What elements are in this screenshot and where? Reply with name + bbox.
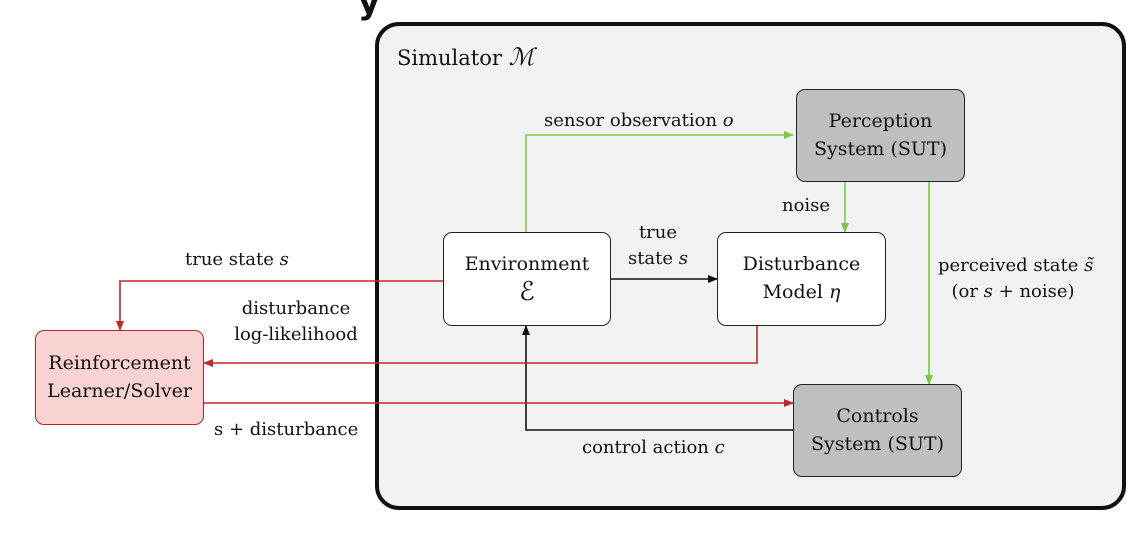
disturbance-model-box: Disturbance Model η (717, 232, 886, 326)
label-s-plus-disturbance: s + disturbance (214, 419, 359, 440)
arrow-control-action (522, 325, 793, 431)
label-left-true-state: true state s (185, 249, 289, 270)
arrow-sensor-observation (525, 131, 794, 232)
environment-box: Environment ℰ (443, 232, 611, 326)
label-noise: noise (782, 195, 831, 216)
label-true-state: true state s (627, 222, 689, 270)
label-perceived-state: perceived state s̃ (or s + noise) (938, 255, 1094, 303)
arrow-red-log-likelihood (203, 324, 758, 367)
simulator-title: Simulator ℳ (397, 43, 535, 71)
perception-system-box: Perception System (SUT) (796, 89, 965, 182)
label-sensor-observation: sensor observation o (544, 110, 734, 131)
label-control-action: control action c (582, 437, 725, 458)
reinforcement-learner-box: Reinforcement Learner/Solver (35, 330, 204, 425)
disturbance-symbol: η (829, 281, 841, 303)
simulator-symbol: ℳ (508, 43, 535, 71)
controls-system-box: Controls System (SUT) (793, 384, 962, 477)
environment-symbol: ℰ (519, 277, 535, 308)
clipped-heading-fragment: y (358, 0, 381, 22)
arrow-red-true-state (116, 280, 443, 331)
label-disturbance-log-likelihood: disturbance log-likelihood (234, 298, 358, 346)
